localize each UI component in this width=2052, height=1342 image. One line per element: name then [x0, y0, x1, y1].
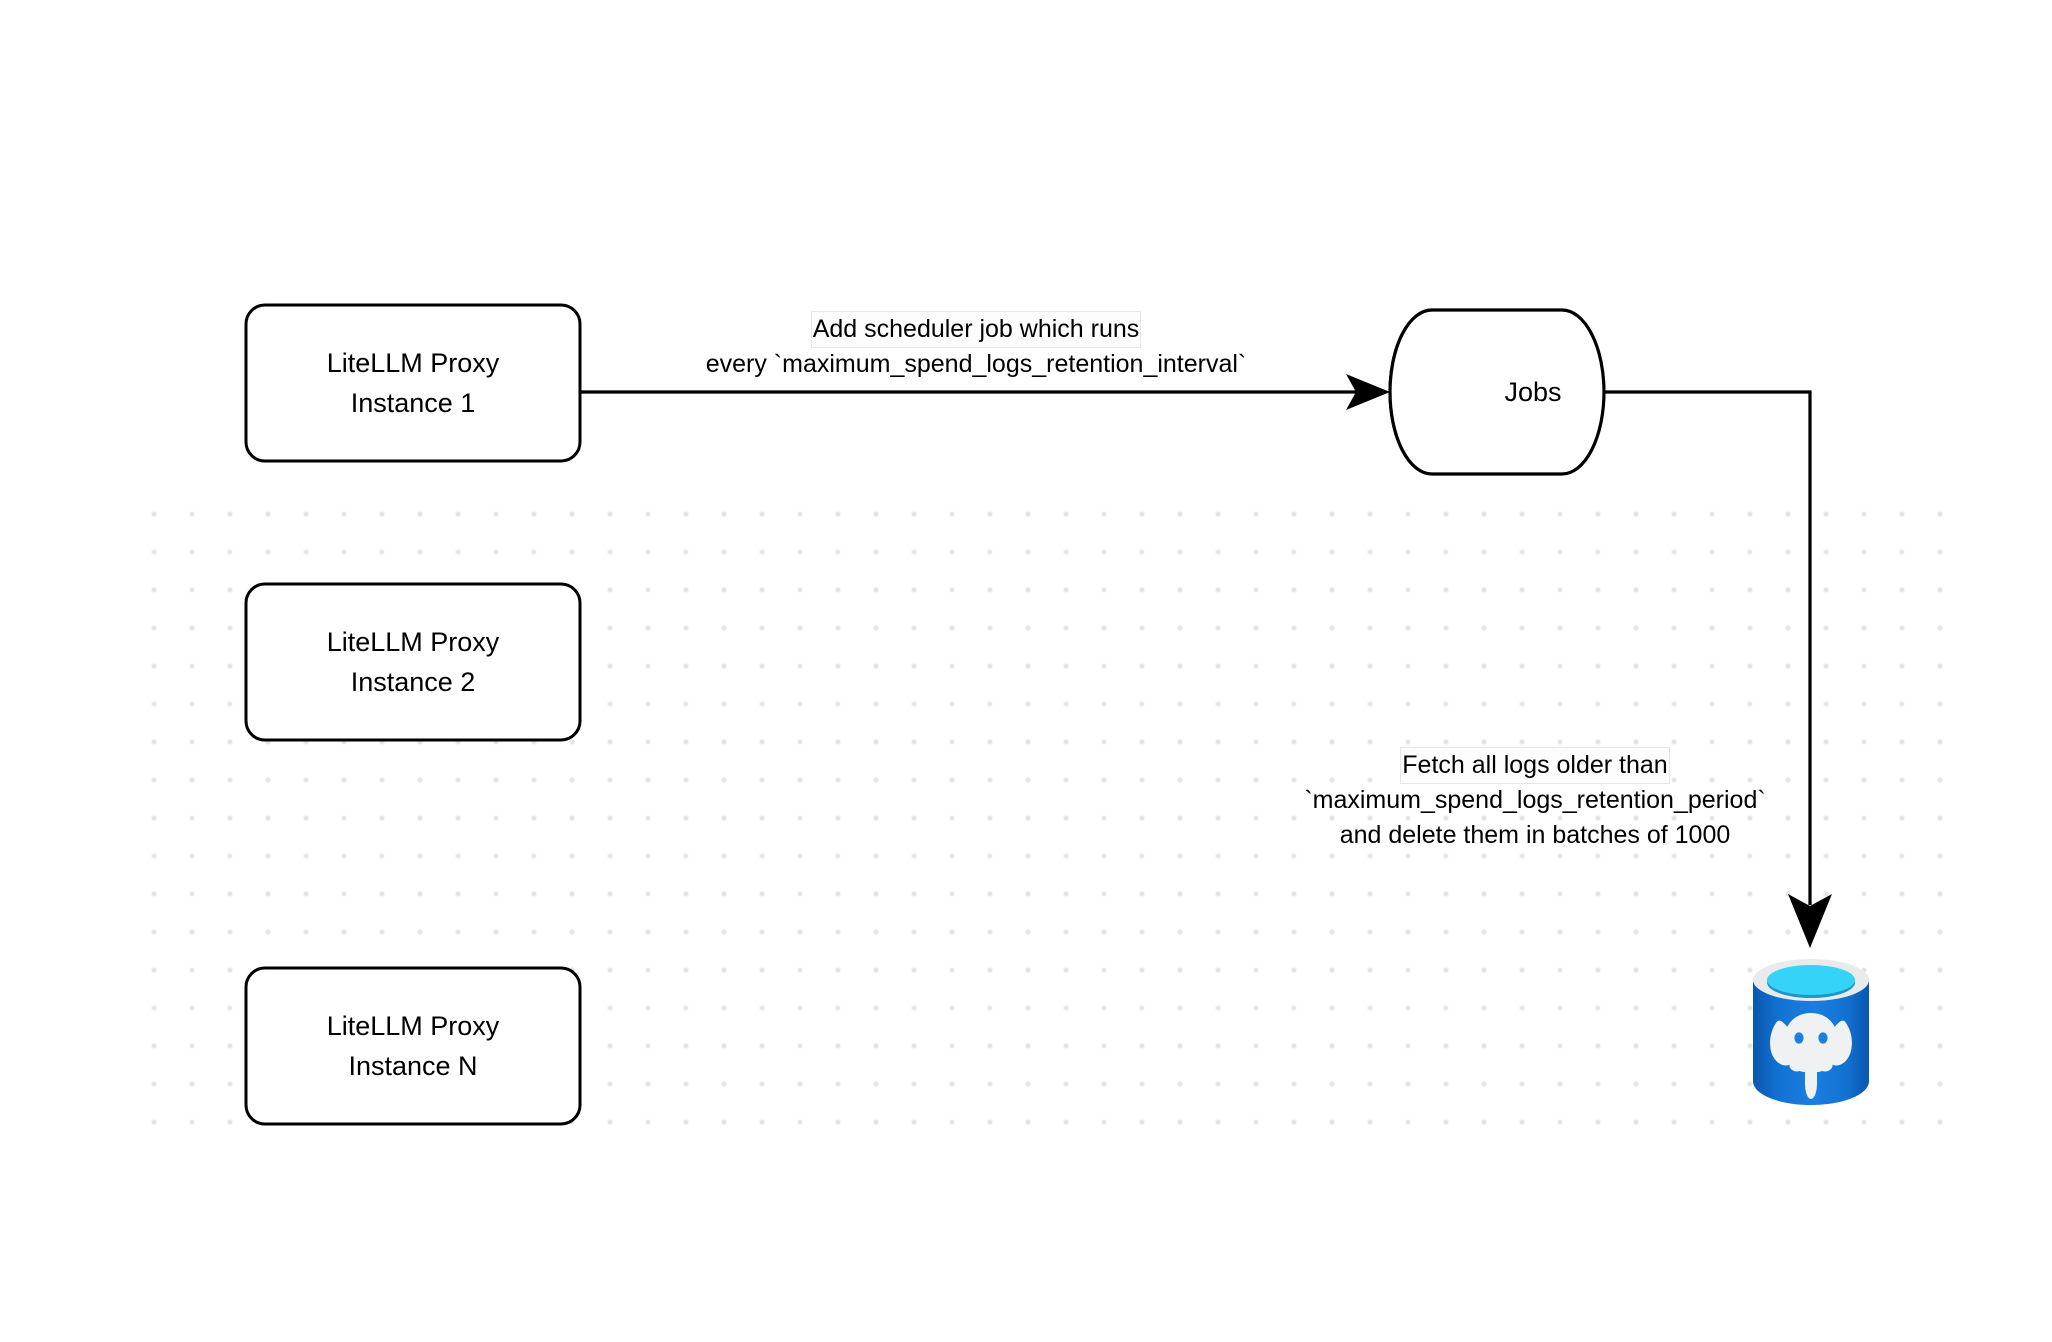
node-instance-2[interactable] — [244, 582, 582, 742]
jobs-cylinder-label: Jobs — [1504, 377, 1562, 407]
edge-delete-logs-label-line-2: `maximum_spend_logs_retention_period` — [1304, 786, 1766, 814]
edge-delete-logs-arrow — [1604, 390, 1832, 948]
node-instance-1[interactable] — [244, 303, 582, 463]
node-instance-n[interactable] — [244, 966, 582, 1126]
edge-scheduler-arrow — [580, 374, 1390, 410]
database-top-surface — [1767, 965, 1855, 995]
edge-delete-logs-label-line-3: and delete them in batches of 1000 — [1339, 821, 1731, 849]
postgres-database-icon[interactable] — [1750, 955, 1872, 1107]
edge-delete-logs-label: Fetch all logs older than `maximum_spend… — [1250, 748, 1820, 853]
edge-delete-logs-label-line-1: Fetch all logs older than — [1401, 748, 1669, 783]
elephant-eyes — [1794, 1032, 1828, 1044]
node-jobs-cylinder[interactable] — [1388, 308, 1606, 476]
edge-scheduler-label: Add scheduler job which runs every `maxi… — [620, 312, 1332, 382]
edge-scheduler-label-line-1: Add scheduler job which runs — [811, 312, 1141, 347]
edge-scheduler-label-line-2: every `maximum_spend_logs_retention_inte… — [705, 350, 1247, 378]
